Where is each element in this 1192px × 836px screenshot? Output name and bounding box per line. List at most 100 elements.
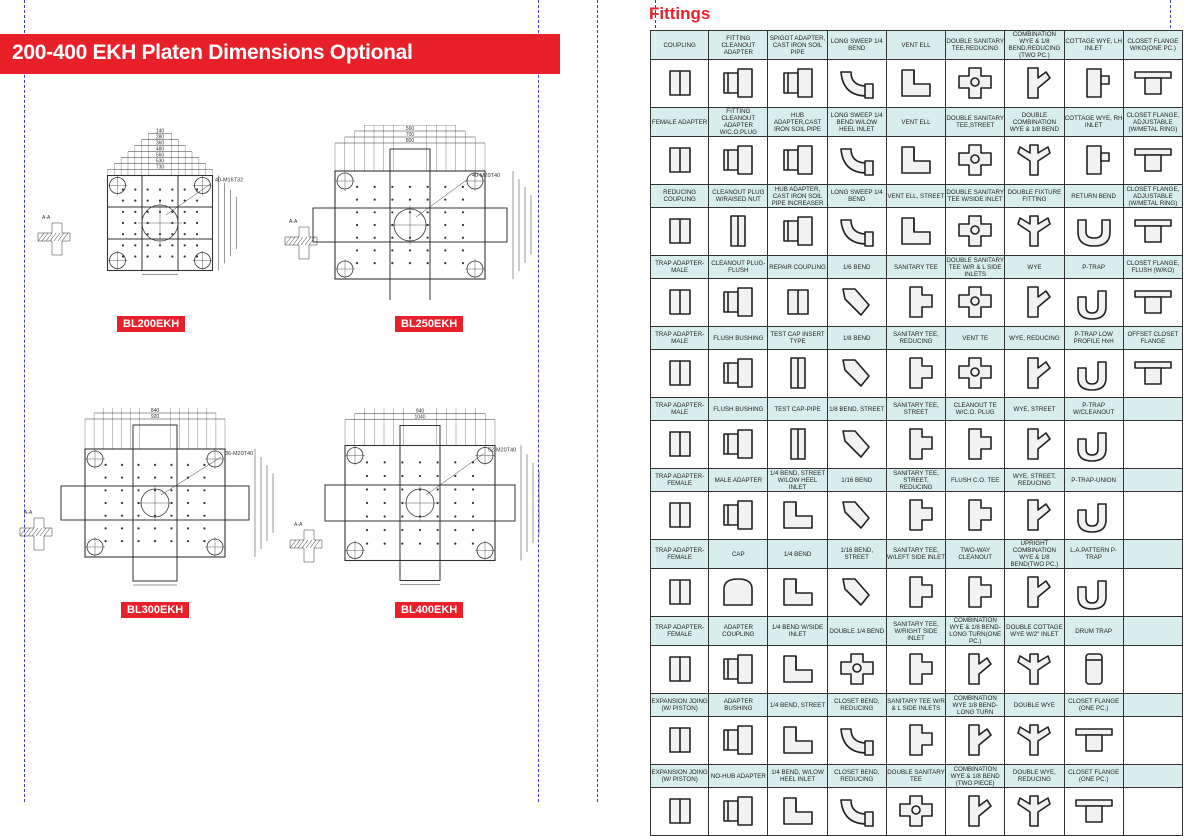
bend-45-icon — [841, 429, 870, 458]
coupling-icon — [668, 797, 691, 824]
fitting-label: 1/8 BEND, STREET — [826, 397, 887, 421]
fitting-label: OFFSET CLOSET FLANGE — [1122, 326, 1184, 350]
elbow-icon — [901, 68, 931, 97]
model-label: BL250EKH — [395, 316, 464, 332]
sweep-bend-icon — [839, 147, 874, 176]
fitting-label: COMBINATION WYE & 1/8 BEND (TWO PIECE) — [945, 764, 1006, 788]
fitting-label: CLOSET FLANGE, ADJUSTABLE (W/METAL RING) — [1122, 107, 1184, 137]
plug-icon — [789, 427, 806, 460]
fitting-image-cell — [767, 568, 828, 617]
double-tee-icon — [958, 356, 993, 389]
fitting-image-cell — [826, 278, 887, 327]
fitting-image-row — [649, 59, 1184, 108]
fitting-image-cell — [1063, 568, 1124, 617]
fitting-label: LONG SWEEP 1/4 BEND — [826, 184, 887, 208]
wye-icon — [968, 652, 993, 685]
double-tee-icon — [958, 66, 993, 99]
dimension-label: 480 — [156, 147, 165, 153]
fitting-image-cell — [708, 349, 769, 398]
double-wye-icon — [1017, 652, 1052, 685]
fitting-label-row: EXPANSION JOING (W/ PISTON)NO-HUB ADAPTE… — [649, 764, 1184, 788]
fitting-image-cell — [1122, 278, 1184, 327]
fitting-label: SANITARY TEE, REDUCING — [885, 326, 947, 350]
fitting-image-cell — [708, 278, 769, 327]
fitting-image-cell — [945, 59, 1006, 108]
fitting-label: FEMALE ADAPTER — [649, 107, 710, 137]
wye-icon — [1027, 575, 1052, 608]
flange-icon — [1134, 360, 1172, 385]
page-header-title: 200-400 EKH Platen Dimensions Optional — [12, 41, 413, 64]
fitting-label: COTTAGE WYE, LH INLET — [1063, 30, 1124, 60]
fitting-image-cell — [1004, 59, 1065, 108]
bend-45-icon — [841, 358, 870, 387]
fitting-image-cell — [767, 207, 828, 256]
fitting-label: DOUBLE WYE, REDUCING — [1004, 764, 1065, 788]
elbow-icon — [782, 654, 813, 683]
empty-cell — [1122, 568, 1184, 617]
elbow-icon — [782, 796, 813, 825]
fitting-image-cell — [708, 568, 769, 617]
fitting-label: CLOSET FLANGE, ADJUSTABLE (W/METAL RING) — [1122, 184, 1184, 208]
fitting-image-cell — [1004, 349, 1065, 398]
fitting-label: MALE ADAPTER — [708, 468, 769, 492]
empty-cell — [1122, 397, 1184, 421]
dimension-label: 840 — [151, 408, 160, 414]
fitting-label: TRAP ADAPTER-MALE — [649, 326, 710, 350]
bend-45-icon — [841, 500, 870, 529]
adapter-icon — [782, 67, 813, 98]
fitting-image-cell — [649, 59, 710, 108]
double-tee-icon — [958, 285, 993, 318]
fitting-label: CLEANOUT PLUG W/RAISED NUT — [708, 184, 769, 208]
fitting-image-cell — [649, 491, 710, 540]
empty-cell — [1122, 491, 1184, 540]
tee-icon — [909, 652, 933, 685]
fitting-label: SANITARY TEE, W/LEFT SIDE INLET — [885, 539, 947, 569]
wye-icon — [1027, 427, 1052, 460]
fitting-image-cell — [1004, 787, 1065, 836]
double-tee-icon — [899, 794, 933, 827]
empty-cell — [1122, 539, 1184, 569]
fitting-image-cell — [767, 59, 828, 108]
fitting-label: VENT ELL, STREET — [885, 184, 947, 208]
fitting-label: TEST CAP INSERT TYPE — [767, 326, 828, 350]
flange-icon — [1134, 289, 1172, 314]
tee-icon — [909, 285, 933, 318]
dimension-label: 560 — [156, 153, 165, 159]
wye-icon — [1027, 285, 1052, 318]
fitting-label: LONG SWEEP 1/4 BEND — [826, 30, 887, 60]
sweep-bend-icon — [839, 70, 874, 99]
fitting-image-row — [649, 136, 1184, 185]
adapter-icon — [723, 428, 754, 459]
fitting-label: FLUSH BUSHING — [708, 397, 769, 421]
fitting-label: 1/4 BEND, STREET W/LOW HEEL INLET — [767, 468, 828, 492]
fitting-image-cell — [649, 136, 710, 185]
fitting-image-cell — [1063, 491, 1124, 540]
fitting-image-cell — [708, 136, 769, 185]
empty-cell — [1122, 645, 1184, 694]
coupling-icon — [668, 430, 691, 457]
adapter-icon — [723, 144, 754, 175]
fitting-image-cell — [708, 420, 769, 469]
fitting-image-cell — [708, 716, 769, 765]
fitting-image-row — [649, 787, 1184, 836]
bolt-callout: 40-M16T32 — [215, 178, 243, 184]
fitting-image-cell — [945, 278, 1006, 327]
dimension-label: 840 — [416, 408, 425, 409]
wye-icon — [1027, 498, 1052, 531]
fitting-label: CLOSET FLANGE (ONE PC.) — [1063, 693, 1124, 717]
fitting-label: FLUSH C.O. TEE — [945, 468, 1006, 492]
fittings-title: Fittings — [649, 4, 711, 23]
fitting-image-cell — [945, 716, 1006, 765]
dimension-label: 420 — [406, 125, 415, 126]
fitting-label: CAP — [708, 539, 769, 569]
tee-icon — [968, 498, 993, 531]
fitting-label: COMBINATION WYE 1/8 BEND-LONG TURN — [945, 693, 1006, 717]
fitting-image-cell — [945, 568, 1006, 617]
fitting-image-cell — [767, 645, 828, 694]
double-wye-icon — [1017, 143, 1052, 176]
empty-cell — [1122, 420, 1184, 469]
